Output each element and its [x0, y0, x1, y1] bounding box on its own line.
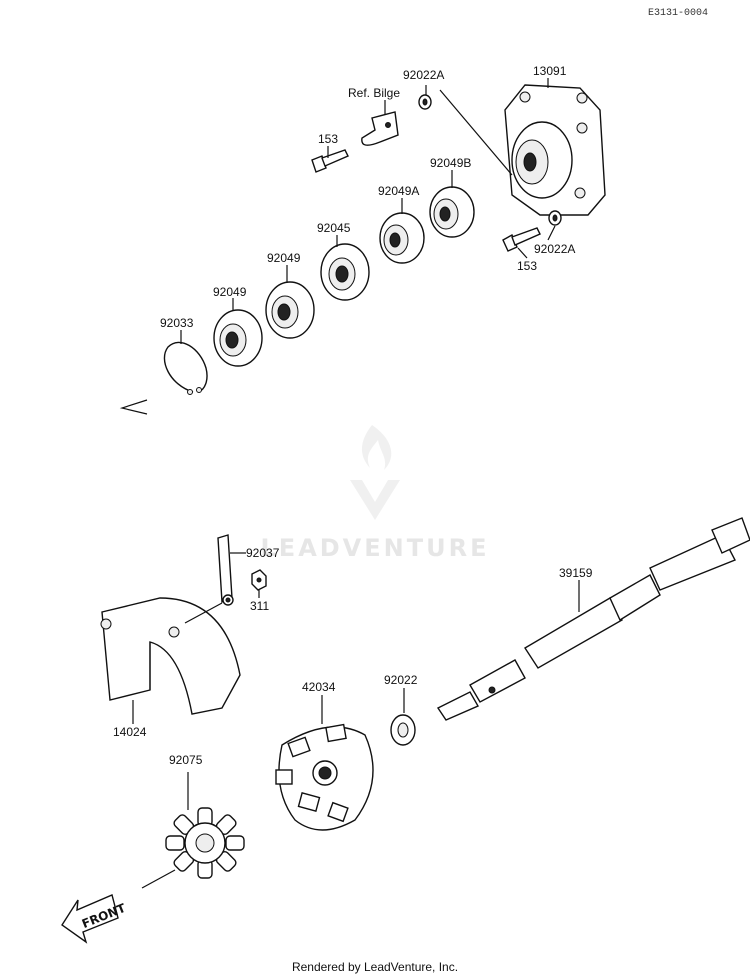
- part-153-bolt-top: [311, 149, 349, 173]
- part-92049A-bearing: [379, 212, 425, 264]
- callout-13091: 13091: [533, 64, 567, 78]
- footer-credit: Rendered by LeadVenture, Inc.: [292, 960, 458, 974]
- damper-lobe: [165, 835, 185, 851]
- part-92045-bearing: [320, 243, 370, 301]
- callout-311: 311: [250, 599, 269, 613]
- callout-92037: 92037: [246, 546, 280, 560]
- leader-153-right: [517, 247, 528, 259]
- part-92033-circlip: [163, 341, 208, 395]
- part-311-nut: [251, 569, 267, 591]
- damper-lobe: [225, 835, 245, 851]
- leader-92075-lower: [141, 869, 176, 889]
- part-92049-bearing-2: [265, 281, 315, 339]
- part-14024-coupling-guard: [100, 597, 241, 715]
- callout-92049-1: 92049: [213, 285, 247, 299]
- leader-92022A-right: [547, 225, 556, 241]
- diagram-code: E3131-0004: [648, 8, 708, 19]
- callout-92022A-right: 92022A: [534, 242, 575, 256]
- part-13091-bearing-housing: [504, 84, 606, 216]
- callout-92045: 92045: [317, 221, 351, 235]
- callout-92033: 92033: [160, 316, 194, 330]
- part-39159-drive-shaft: [436, 517, 750, 721]
- axis-indicator: [119, 399, 148, 415]
- part-92049B-bearing: [429, 186, 475, 238]
- part-92022A-washer-right: [548, 210, 562, 226]
- part-92037-strap: [217, 534, 234, 606]
- part-92049-bearing-1: [213, 309, 263, 367]
- callout-42034: 42034: [302, 680, 336, 694]
- front-direction-arrow: FRONT: [61, 894, 128, 944]
- callout-39159: 39159: [559, 566, 593, 580]
- callout-14024: 14024: [113, 725, 147, 739]
- callout-92075: 92075: [169, 753, 203, 767]
- callout-153-right: 153: [517, 259, 537, 273]
- part-42034-coupling: [275, 723, 374, 831]
- part-92022-washer: [390, 714, 416, 746]
- callout-ref-bilge: Ref. Bilge: [348, 86, 400, 100]
- leader-92022A-top-to-housing: [439, 89, 513, 176]
- callout-92049-2: 92049: [267, 251, 301, 265]
- callout-92022A-top: 92022A: [403, 68, 444, 82]
- watermark-logo: [350, 425, 400, 520]
- watermark-text: LEADVENTURE: [261, 534, 490, 562]
- part-92022A-washer-top: [418, 94, 432, 110]
- part-92075-damper: [165, 807, 245, 879]
- part-153-bolt-right: [502, 227, 541, 252]
- callout-92049A: 92049A: [378, 184, 419, 198]
- callout-153-top: 153: [318, 132, 338, 146]
- callout-92049B: 92049B: [430, 156, 471, 170]
- callout-92022: 92022: [384, 673, 418, 687]
- part-bilge-bracket: [361, 111, 399, 146]
